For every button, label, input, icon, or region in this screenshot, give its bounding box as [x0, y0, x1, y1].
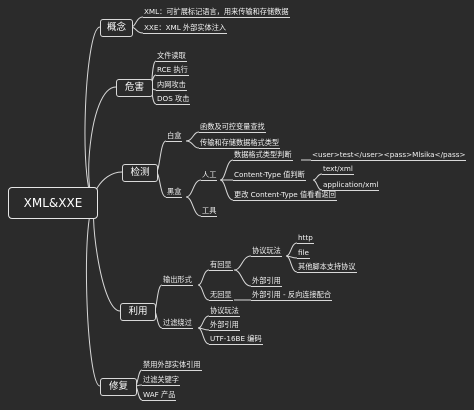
blackbox-manual[interactable]: 人工	[201, 170, 218, 181]
fix-filter-keywords[interactable]: 过滤关键字	[142, 375, 180, 386]
manual-format-example[interactable]: <user>test</user><pass>Mlsika</pass>	[311, 150, 467, 161]
ct-text-xml[interactable]: text/xml	[322, 164, 354, 175]
output-echo[interactable]: 有回显	[209, 260, 233, 271]
manual-content-type-check[interactable]: Content-Type 值判断	[233, 170, 306, 181]
noecho-reverse-connect[interactable]: 外部引用 - 反向连接配合	[251, 290, 333, 301]
concept-xml[interactable]: XML：可扩展标记语言，用来传输和存储数据	[143, 7, 290, 18]
exploit-output-form[interactable]: 输出形式	[162, 275, 193, 286]
echo-protocol[interactable]: 协议玩法	[251, 246, 282, 257]
branch-exploit[interactable]: 利用	[120, 303, 156, 321]
harm-dos[interactable]: DOS 攻击	[156, 94, 191, 105]
exploit-bypass[interactable]: 过滤绕过	[162, 318, 193, 329]
protocol-file[interactable]: file	[297, 248, 310, 259]
manual-format-check[interactable]: 数据格式类型判断	[233, 150, 293, 161]
protocol-other[interactable]: 其他脚本支持协议	[297, 262, 357, 273]
branch-fix[interactable]: 修复	[100, 378, 137, 396]
whitebox-function-search[interactable]: 函数及可控变量查找	[199, 122, 266, 133]
harm-file-read[interactable]: 文件读取	[156, 51, 187, 62]
fix-disable-external-entity[interactable]: 禁用外部实体引用	[142, 360, 202, 371]
protocol-http[interactable]: http	[297, 233, 314, 244]
bypass-external-ref[interactable]: 外部引用	[209, 320, 240, 331]
concept-xxe[interactable]: XXE：XML 外部实体注入	[143, 23, 228, 34]
output-noecho[interactable]: 无回显	[209, 290, 233, 301]
detect-whitebox[interactable]: 白盒	[166, 131, 183, 142]
root-node[interactable]: XML&XXE	[8, 187, 98, 219]
branch-detect[interactable]: 检测	[122, 164, 158, 182]
fix-waf[interactable]: WAF 产品	[142, 390, 177, 401]
detect-blackbox[interactable]: 黑盒	[166, 187, 183, 198]
harm-rce[interactable]: RCE 执行	[156, 65, 189, 76]
bypass-utf16be[interactable]: UTF-16BE 编码	[209, 334, 263, 345]
branch-harm[interactable]: 危害	[116, 79, 153, 97]
echo-external-ref[interactable]: 外部引用	[251, 276, 282, 287]
branch-concept[interactable]: 概念	[100, 19, 133, 37]
manual-change-content-type[interactable]: 更改 Content-Type 值看看返回	[233, 190, 337, 201]
ct-application-xml[interactable]: application/xml	[322, 180, 380, 191]
harm-intranet[interactable]: 内网攻击	[156, 80, 187, 91]
bypass-protocol[interactable]: 协议玩法	[209, 306, 240, 317]
whitebox-data-format[interactable]: 传输和存储数据格式类型	[199, 138, 281, 149]
blackbox-tool[interactable]: 工具	[201, 206, 218, 217]
